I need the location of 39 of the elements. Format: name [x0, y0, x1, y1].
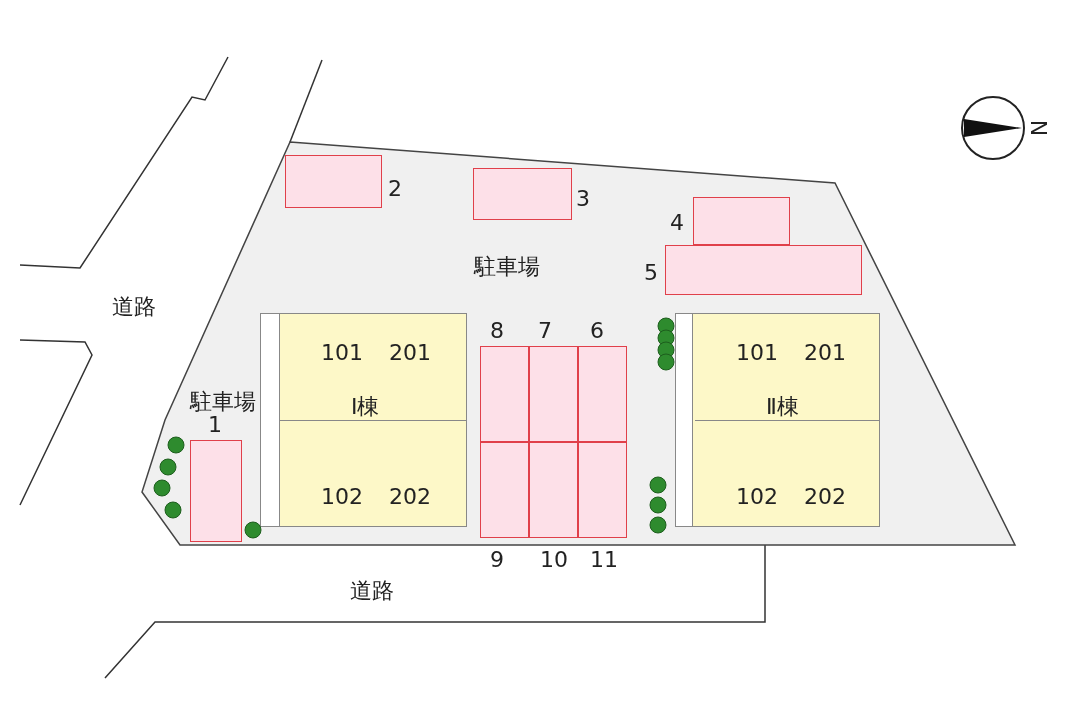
- parking-space: [285, 155, 382, 208]
- unit-number: 202: [389, 486, 431, 508]
- road-label: 道路: [350, 580, 394, 602]
- parking-space: [529, 346, 578, 442]
- unit-number: 101: [321, 342, 363, 364]
- building-name: Ⅰ棟: [351, 396, 380, 418]
- area-label: 駐車場: [190, 391, 256, 413]
- space-number: 9: [490, 549, 504, 571]
- space-number: 7: [538, 320, 552, 342]
- unit-number: 102: [736, 486, 778, 508]
- apartment-building: [260, 313, 467, 527]
- road-label: 道路: [112, 296, 156, 318]
- space-number: 6: [590, 320, 604, 342]
- unit-number: 201: [389, 342, 431, 364]
- parking-space: [480, 346, 529, 442]
- parking-space: [693, 197, 790, 245]
- space-number: 11: [590, 549, 618, 571]
- unit-number: 102: [321, 486, 363, 508]
- space-number: 5: [644, 262, 658, 284]
- unit-number: 101: [736, 342, 778, 364]
- space-number: 10: [540, 549, 568, 571]
- parking-space: [190, 440, 242, 542]
- unit-number: 201: [804, 342, 846, 364]
- parking-space: [578, 346, 627, 442]
- apartment-building: [675, 313, 880, 527]
- space-number: 3: [576, 188, 590, 210]
- compass-letter: N: [1027, 119, 1050, 137]
- parking-space: [473, 168, 572, 220]
- space-number: 2: [388, 178, 402, 200]
- building-name: Ⅱ棟: [766, 396, 799, 418]
- space-number: 1: [208, 414, 222, 436]
- unit-number: 202: [804, 486, 846, 508]
- space-number: 8: [490, 320, 504, 342]
- space-number: 4: [670, 212, 684, 234]
- parking-space: [529, 442, 578, 538]
- parking-space: [480, 442, 529, 538]
- parking-space: [665, 245, 862, 295]
- parking-space: [578, 442, 627, 538]
- area-label: 駐車場: [474, 256, 540, 278]
